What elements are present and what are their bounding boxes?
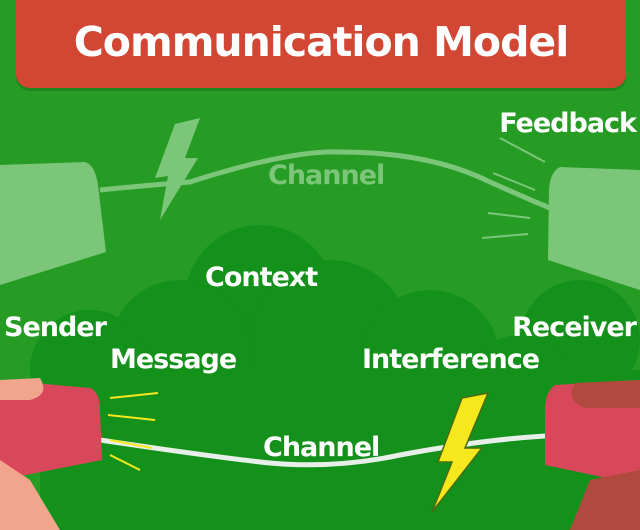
faded-bolt-icon [155,118,200,220]
page-title: Communication Model [73,18,570,66]
context-label: Context [205,262,318,293]
message-label: Message [110,344,237,375]
channel-wire [99,433,546,468]
receiver-label: Receiver [512,312,637,343]
sender-label: Sender [4,312,107,343]
interference-bolt-icon [431,391,490,513]
sender-cup [0,378,159,530]
feedback-label: Feedback [499,108,637,139]
faded-sender-cup [0,162,106,285]
title-banner: Communication Model [16,0,626,88]
faded-receiver-cup [481,137,640,290]
receiver-cup [545,380,640,530]
channel-label: Channel [263,432,380,463]
faded-channel-label: Channel [268,160,385,191]
bushes [30,225,640,530]
interference-label: Interference [362,344,540,375]
